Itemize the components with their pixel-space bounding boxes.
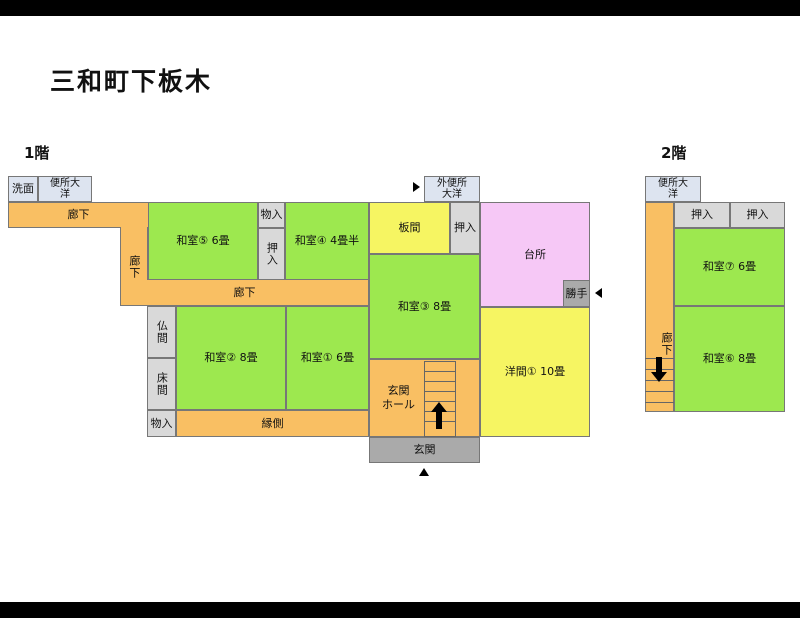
room-washitsu-2: 和室② 8畳 [176, 306, 286, 410]
room-washitsu-5: 和室⑤ 6畳 [148, 202, 258, 280]
room-washitsu-4: 和室④ 4畳半 [285, 202, 369, 280]
room-toilet-top: 便所大 洋 [38, 176, 92, 202]
room-youma-1: 洋間① 10畳 [480, 307, 590, 437]
room-washitsu-3: 和室③ 8畳 [369, 254, 480, 359]
floor1-label: 1階 [24, 144, 50, 162]
room-washitsu-1: 和室① 6畳 [286, 306, 369, 410]
floor-plan-canvas: 三和町下板木 1階 洗面 便所大 洋 廊下 廊下 和室⑤ 6畳 物入 押入 和室… [0, 16, 800, 602]
page-title: 三和町下板木 [50, 67, 213, 96]
room-engawa: 縁側 [176, 410, 369, 437]
triangle-marker-icon [419, 468, 429, 476]
room-oshiire-b: 押入 [450, 202, 480, 254]
room-washitsu-6: 和室⑥ 8畳 [674, 306, 785, 412]
room-tokonoma: 床間 [147, 358, 176, 410]
room-senmen: 洗面 [8, 176, 38, 202]
genkan-hall-label: 玄関 ホール [382, 384, 415, 411]
room-katte: 勝手 [563, 280, 590, 307]
triangle-marker-icon [413, 182, 420, 192]
floor2-label: 2階 [661, 144, 687, 162]
room-butsuma: 仏間 [147, 306, 176, 358]
room-f2-oshiire-b: 押入 [730, 202, 785, 228]
triangle-marker-icon [595, 288, 602, 298]
room-itama: 板間 [369, 202, 450, 254]
room-washitsu-7: 和室⑦ 6畳 [674, 228, 785, 306]
room-f2-toilet: 便所大 洋 [645, 176, 701, 202]
room-genkan: 玄関 [369, 437, 480, 463]
room-monoire-bottom: 物入 [147, 410, 176, 437]
room-oshiire-a: 押入 [258, 228, 285, 280]
f2-rouka-label: 廊下 [660, 332, 673, 356]
room-f2-oshiire-a: 押入 [674, 202, 730, 228]
room-rouka-mid: 廊下 [120, 280, 369, 306]
room-rouka-top: 廊下 [8, 202, 148, 228]
room-monoire-top: 物入 [258, 202, 285, 228]
room-outside-toilet: 外便所 大洋 [424, 176, 480, 202]
